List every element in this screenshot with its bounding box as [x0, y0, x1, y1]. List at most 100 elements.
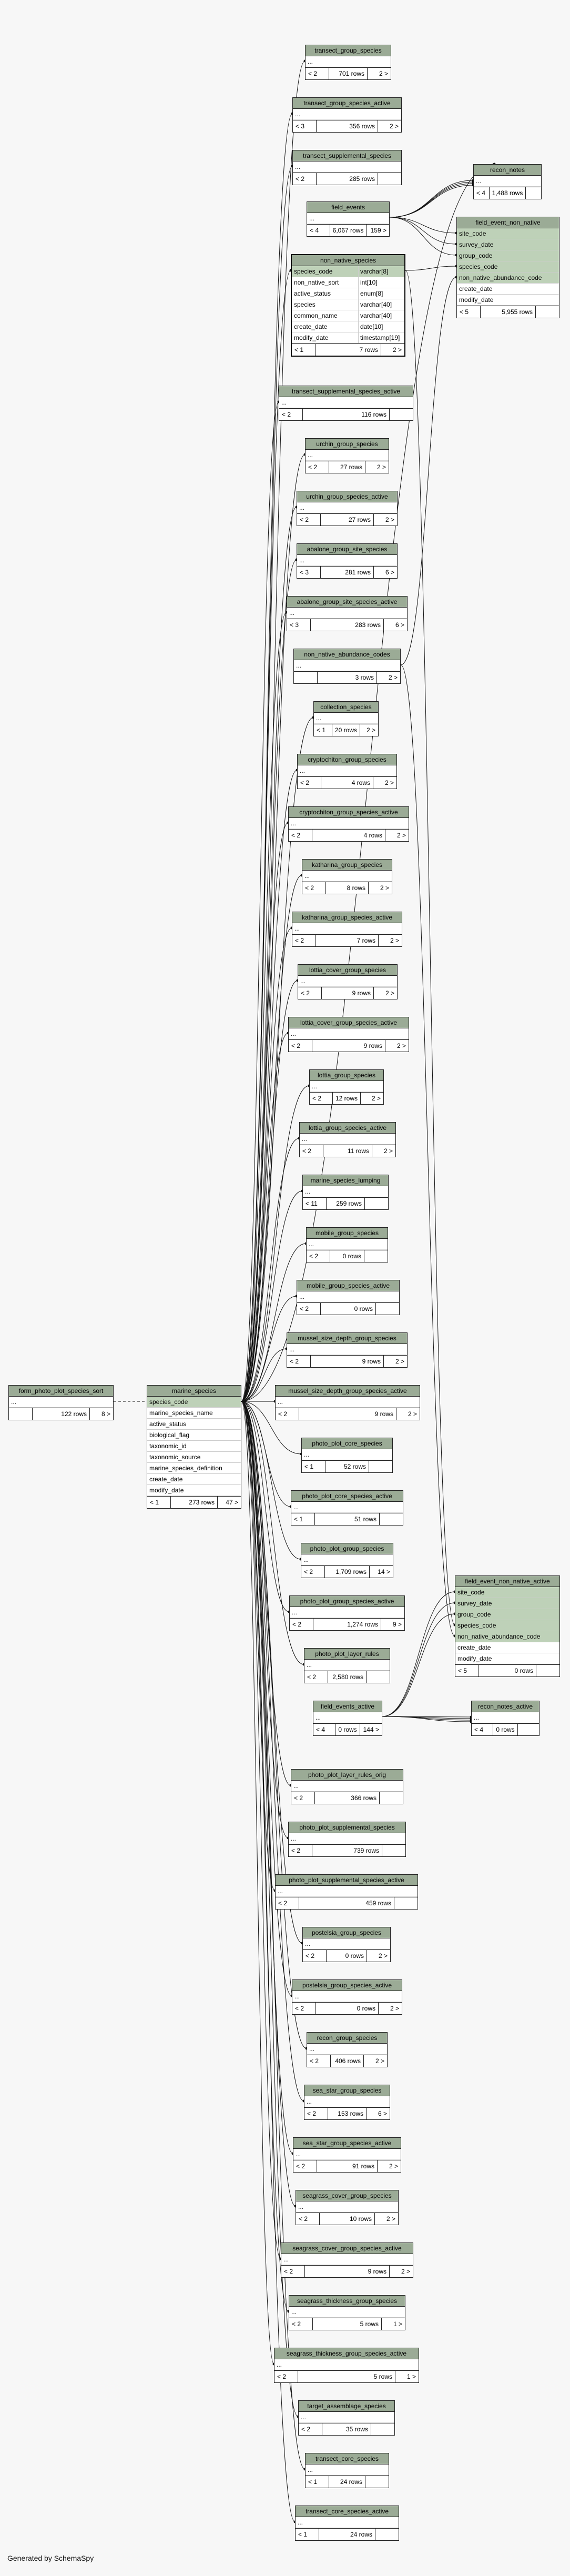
- column-row[interactable]: ...: [289, 2307, 405, 2318]
- table-name[interactable]: mobile_group_species_active: [297, 1280, 399, 1291]
- table-photo-plot-supplemental-species-active[interactable]: photo_plot_supplemental_species_active..…: [275, 1874, 418, 1910]
- parent-count[interactable]: < 2: [306, 68, 329, 79]
- parent-count[interactable]: < 2: [307, 2055, 331, 2067]
- column-row[interactable]: active_status: [147, 1419, 241, 1430]
- column-row[interactable]: create_date: [455, 1642, 559, 1653]
- table-name[interactable]: mussel_size_depth_group_species: [287, 1333, 407, 1344]
- child-count[interactable]: 14 >: [378, 1568, 390, 1575]
- column-row[interactable]: ...: [296, 2517, 399, 2528]
- column-row[interactable]: non_native_abundance_code: [457, 272, 559, 284]
- column-row[interactable]: ...: [303, 1938, 390, 1949]
- child-count[interactable]: 2 >: [396, 832, 406, 839]
- parent-count[interactable]: < 1: [147, 1497, 171, 1508]
- child-count[interactable]: 1 >: [393, 2320, 402, 2328]
- column-row[interactable]: marine_species_name: [147, 1408, 241, 1419]
- child-count[interactable]: 2 >: [389, 2163, 398, 2170]
- column-row[interactable]: ...: [290, 1607, 404, 1618]
- column-row[interactable]: modify_date: [455, 1653, 559, 1664]
- table-name[interactable]: field_events: [307, 202, 389, 213]
- parent-count[interactable]: [9, 1408, 33, 1420]
- child-count[interactable]: [382, 1845, 405, 1856]
- child-count[interactable]: 144 >: [363, 1726, 379, 1733]
- parent-count[interactable]: < 2: [306, 461, 329, 473]
- child-count[interactable]: [375, 2529, 399, 2540]
- column-row[interactable]: survey_date: [457, 239, 559, 250]
- table-name[interactable]: transect_supplemental_species_active: [279, 386, 413, 397]
- parent-count[interactable]: < 1: [296, 2529, 319, 2540]
- parent-count[interactable]: < 2: [292, 935, 316, 946]
- column-row[interactable]: ...: [313, 1712, 382, 1723]
- child-count[interactable]: 2 >: [386, 2215, 395, 2223]
- column-row[interactable]: ...: [472, 1712, 539, 1723]
- column-row[interactable]: ...: [276, 1886, 418, 1897]
- table-name[interactable]: abalone_group_site_species: [297, 544, 397, 555]
- table-name[interactable]: cryptochiton_group_species: [298, 754, 396, 765]
- column-row[interactable]: ...: [274, 2359, 419, 2370]
- table-name[interactable]: field_event_non_native: [457, 217, 559, 228]
- column-row[interactable]: ...: [276, 1397, 420, 1408]
- parent-count[interactable]: < 1: [314, 724, 332, 736]
- column-row[interactable]: ...: [292, 923, 402, 934]
- table-name[interactable]: transect_group_species: [306, 45, 391, 56]
- column-row[interactable]: ...: [304, 1660, 390, 1671]
- child-count[interactable]: [518, 1724, 539, 1735]
- child-count[interactable]: 9 >: [392, 1621, 402, 1628]
- column-row[interactable]: ...: [296, 2201, 398, 2213]
- parent-count[interactable]: < 3: [287, 619, 311, 631]
- column-row[interactable]: ...: [289, 1028, 409, 1039]
- parent-count[interactable]: < 5: [455, 1665, 479, 1676]
- column-row[interactable]: site_code: [457, 228, 559, 239]
- child-count[interactable]: [367, 1671, 390, 1683]
- child-count[interactable]: 2 >: [388, 674, 398, 681]
- table-name[interactable]: non_native_abundance_codes: [294, 649, 400, 660]
- table-name[interactable]: field_event_non_native_active: [455, 1576, 559, 1587]
- child-count[interactable]: [380, 1513, 403, 1525]
- parent-count[interactable]: < 2: [303, 1950, 327, 1962]
- parent-count[interactable]: < 2: [289, 1040, 312, 1052]
- column-row[interactable]: ...: [474, 176, 541, 187]
- column-row[interactable]: non_native_abundance_code: [455, 1631, 559, 1642]
- parent-count[interactable]: < 2: [301, 1566, 325, 1578]
- column-row[interactable]: ...: [303, 1186, 388, 1197]
- column-row[interactable]: taxonomic_id: [147, 1441, 241, 1452]
- parent-count[interactable]: < 1: [291, 1513, 315, 1525]
- table-name[interactable]: photo_plot_supplemental_species_active: [276, 1875, 418, 1886]
- child-count[interactable]: [394, 1897, 418, 1909]
- parent-count[interactable]: < 4: [472, 1724, 494, 1735]
- child-count[interactable]: 2 >: [383, 1147, 393, 1155]
- table-name[interactable]: urchin_group_species_active: [297, 491, 397, 502]
- child-count[interactable]: 2 >: [389, 123, 399, 130]
- column-row[interactable]: ...: [299, 2412, 394, 2423]
- parent-count[interactable]: < 5: [457, 306, 481, 318]
- table-name[interactable]: katharina_group_species_active: [292, 912, 402, 923]
- child-count[interactable]: 6 >: [395, 621, 404, 629]
- parent-count[interactable]: < 2: [300, 1145, 323, 1157]
- parent-count[interactable]: < 2: [293, 173, 317, 185]
- table-seagrass-cover-group-species-active[interactable]: seagrass_cover_group_species_active...< …: [281, 2242, 413, 2278]
- child-count[interactable]: 2 >: [379, 70, 388, 77]
